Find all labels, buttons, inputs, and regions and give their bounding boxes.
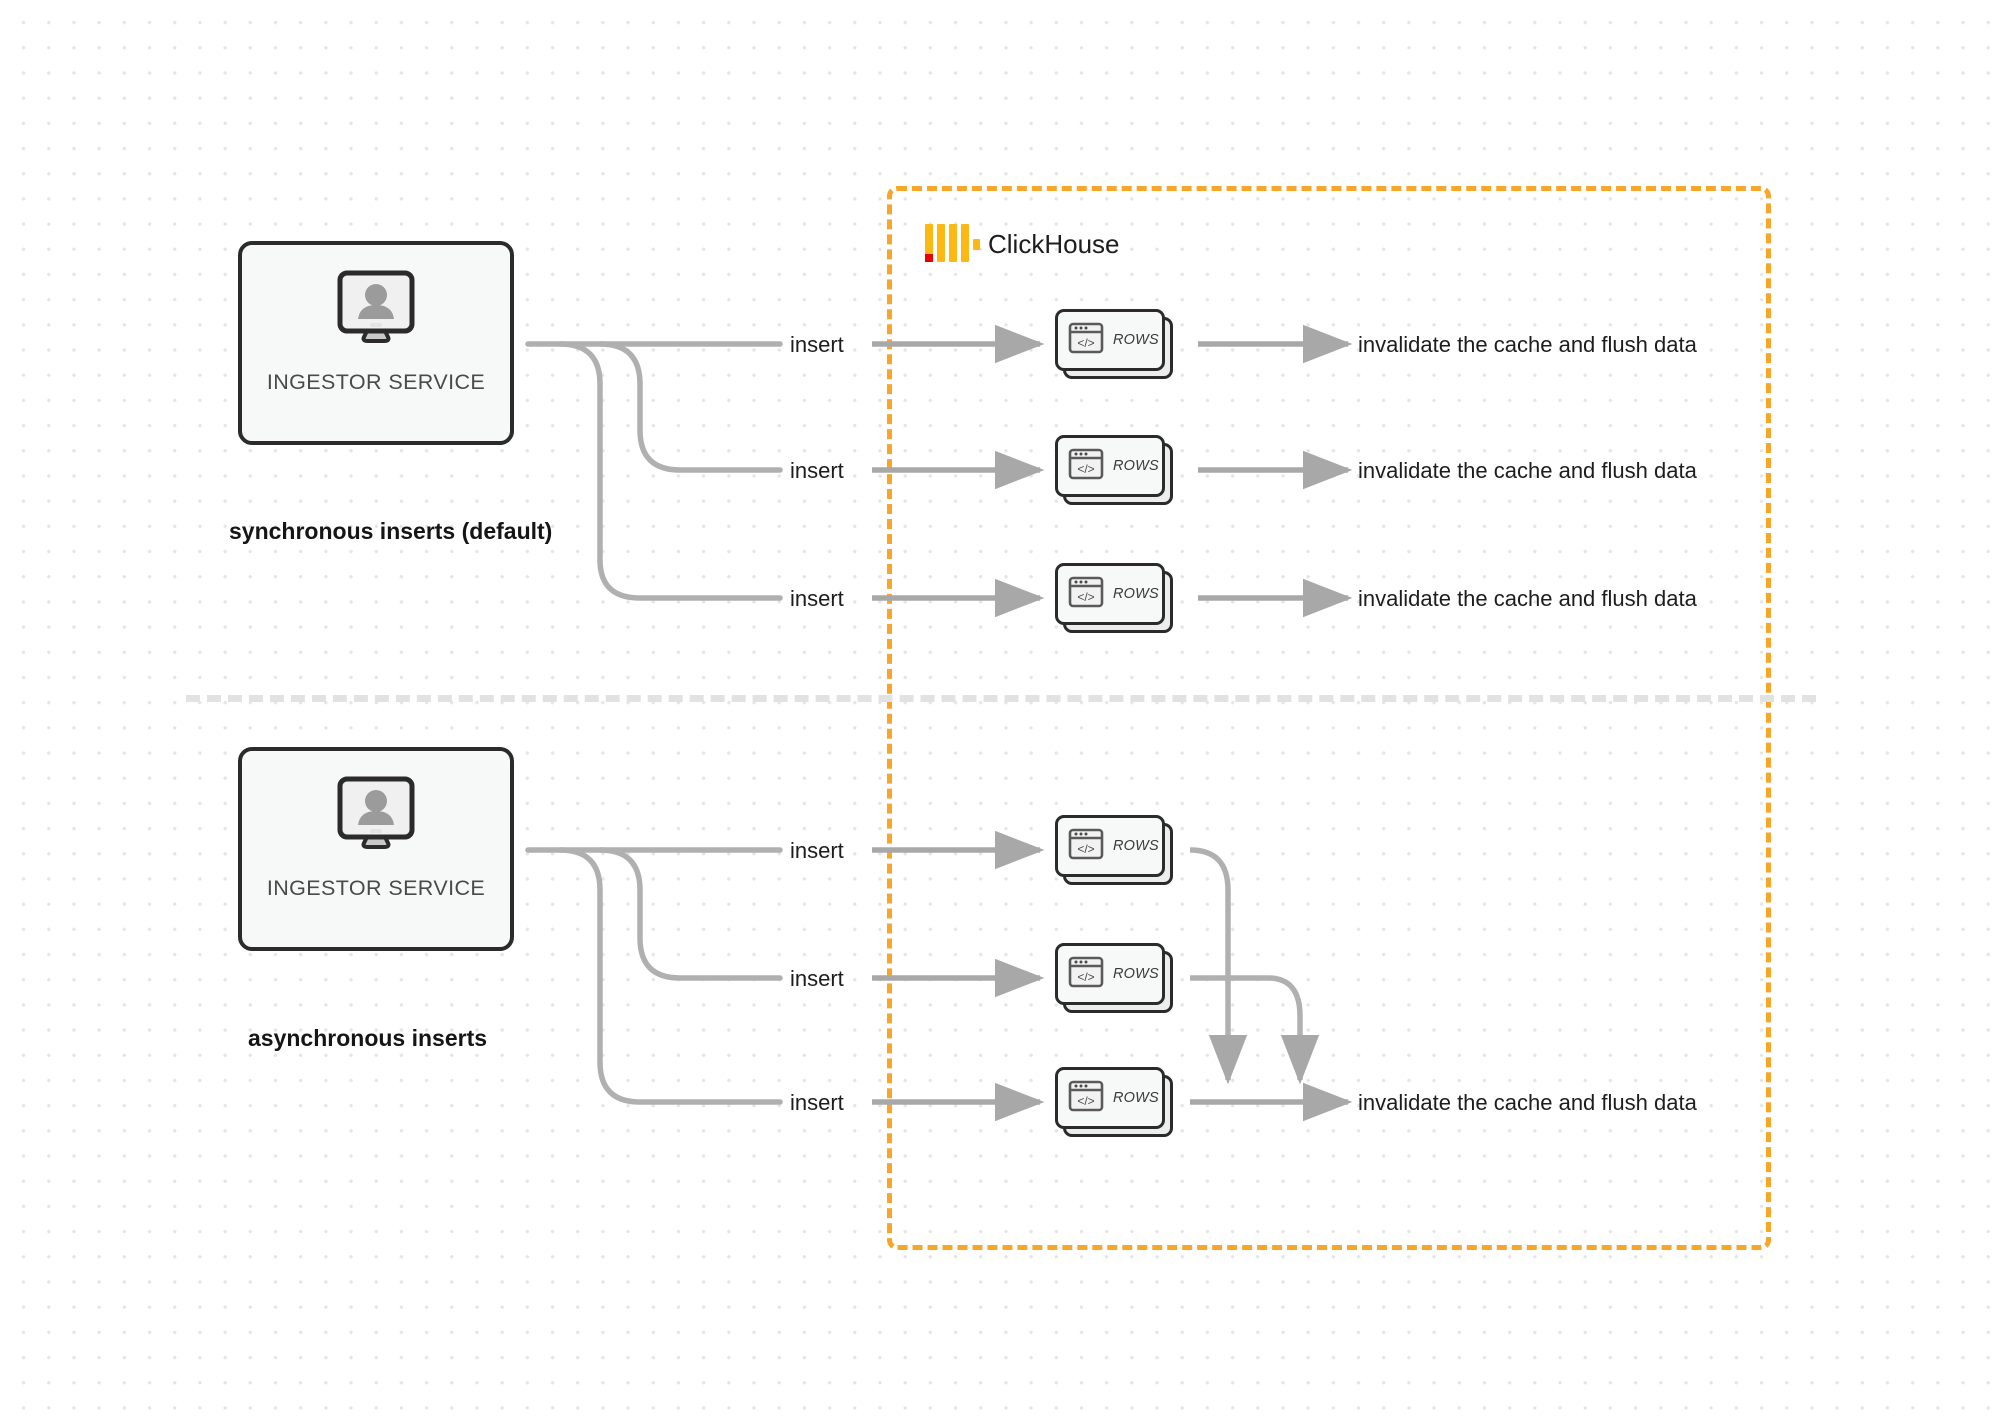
rows-card-sync-2[interactable]: </> ROWS (1055, 435, 1173, 505)
insert-label-sync-2: insert (790, 458, 844, 483)
outcome-label-sync-3: invalidate the cache and flush data (1358, 586, 1697, 611)
async-merge-from-row2 (1190, 975, 1320, 1085)
rows-card-async-2[interactable]: </> ROWS (1055, 943, 1173, 1013)
logo-bar-3 (949, 224, 957, 262)
logo-bar-1 (925, 224, 933, 262)
rows-card-label: ROWS (1113, 332, 1159, 348)
insert-label-async-3: insert (790, 1090, 844, 1115)
sync-branch-row3 (557, 341, 783, 601)
section-divider (186, 695, 1816, 702)
code-window-icon: </> (1068, 322, 1104, 359)
logo-nub (973, 239, 980, 250)
logo-bar-4 (961, 224, 969, 262)
rows-card-front: </> ROWS (1055, 309, 1165, 371)
rows-card-label: ROWS (1113, 838, 1159, 854)
ingestor-service-label-sync: INGESTOR SERVICE (266, 370, 486, 394)
async-merge-from-row1 (1189, 847, 1248, 1085)
rows-card-async-3[interactable]: </> ROWS (1055, 1067, 1173, 1137)
code-window-icon: </> (1068, 576, 1104, 613)
sync-branch-row2 (597, 341, 783, 473)
insert-label-sync-3: insert (790, 586, 844, 611)
outcome-label-async-merged: invalidate the cache and flush data (1358, 1090, 1697, 1115)
svg-text:</>: </> (1077, 462, 1094, 476)
svg-text:</>: </> (1077, 590, 1094, 604)
insert-label-sync-1: insert (790, 332, 844, 357)
monitor-user-icon (328, 773, 424, 864)
ingestor-service-label-async: INGESTOR SERVICE (266, 876, 486, 900)
svg-text:</>: </> (1077, 336, 1094, 350)
rows-card-sync-1[interactable]: </> ROWS (1055, 309, 1173, 379)
rows-card-async-1[interactable]: </> ROWS (1055, 815, 1173, 885)
rows-card-sync-3[interactable]: </> ROWS (1055, 563, 1173, 633)
logo-bar-2 (937, 224, 945, 262)
async-branch-row3 (557, 847, 783, 1105)
outcome-label-sync-2: invalidate the cache and flush data (1358, 458, 1697, 483)
insert-label-async-1: insert (790, 838, 844, 863)
rows-card-front: </> ROWS (1055, 435, 1165, 497)
clickhouse-title: ClickHouse (988, 229, 1120, 259)
rows-card-label: ROWS (1113, 966, 1159, 982)
code-window-icon: </> (1068, 828, 1104, 865)
logo-red-square (925, 254, 933, 262)
code-window-icon: </> (1068, 448, 1104, 485)
svg-text:</>: </> (1077, 1094, 1094, 1108)
async-branch-row2 (597, 847, 783, 981)
outcome-label-sync-1: invalidate the cache and flush data (1358, 332, 1697, 357)
monitor-user-icon (328, 267, 424, 358)
clickhouse-logo (925, 224, 980, 262)
insert-label-async-2: insert (790, 966, 844, 991)
section-caption-async: asynchronous inserts (248, 1025, 488, 1051)
rows-card-label: ROWS (1113, 1090, 1159, 1106)
code-window-icon: </> (1068, 1080, 1104, 1117)
section-caption-sync: synchronous inserts (default) (229, 518, 553, 544)
rows-card-front: </> ROWS (1055, 563, 1165, 625)
rows-card-label: ROWS (1113, 458, 1159, 474)
rows-card-label: ROWS (1113, 586, 1159, 602)
svg-text:</>: </> (1077, 970, 1094, 984)
rows-card-front: </> ROWS (1055, 815, 1165, 877)
svg-text:</>: </> (1077, 842, 1094, 856)
rows-card-front: </> ROWS (1055, 1067, 1165, 1129)
ingestor-service-async[interactable]: INGESTOR SERVICE (238, 747, 514, 951)
rows-card-front: </> ROWS (1055, 943, 1165, 1005)
ingestor-service-sync[interactable]: INGESTOR SERVICE (238, 241, 514, 445)
code-window-icon: </> (1068, 956, 1104, 993)
